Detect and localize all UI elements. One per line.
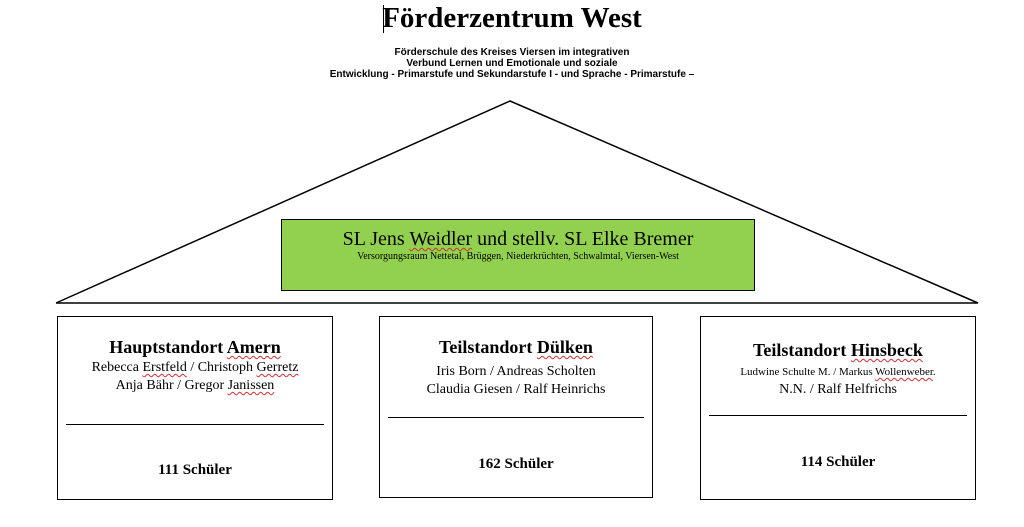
divider bbox=[388, 417, 644, 418]
leadership-post: und stellv. SL Elke Bremer bbox=[472, 228, 694, 250]
staff-line-2: Anja Bähr / Gregor Janissen bbox=[58, 377, 332, 395]
site-name-pre: Teilstandort bbox=[439, 337, 537, 357]
staff-line-2: N.N. / Ralf Helfrichs bbox=[779, 382, 897, 397]
site-name: Hauptstandort Amern bbox=[58, 337, 332, 357]
staff-text: Rebecca bbox=[91, 360, 143, 375]
leadership-pre: SL Jens bbox=[342, 228, 410, 250]
subtitle-line-2: Verbund Lernen und Emotionale und sozial… bbox=[406, 58, 618, 69]
staff-line-1: Rebecca Erstfeld / Christoph Gerretz bbox=[58, 359, 332, 377]
roof-outline bbox=[55, 100, 979, 304]
staff-text: / Christoph bbox=[186, 360, 257, 375]
staff-text: . bbox=[932, 366, 936, 378]
site-name-place: Amern bbox=[226, 337, 281, 357]
site-name: Teilstandort Dülken bbox=[380, 337, 652, 357]
divider bbox=[66, 424, 324, 425]
page-title: Förderzentrum West bbox=[382, 2, 642, 34]
leadership-box: SL Jens Weidler und stellv. SL Elke Brem… bbox=[281, 219, 755, 291]
staff-squig: Wollenweber bbox=[875, 366, 933, 378]
leadership-region: Versorgungsraum Nettetal, Brüggen, Niede… bbox=[357, 251, 679, 262]
site-name-pre: Hauptstandort bbox=[109, 337, 227, 357]
staff-squig: Gerretz bbox=[256, 360, 299, 375]
site-box-duelken: Teilstandort Dülken Iris Born / Andreas … bbox=[379, 316, 653, 498]
leadership-names: SL Jens Weidler und stellv. SL Elke Brem… bbox=[282, 228, 754, 250]
staff-squig: Erstfeld bbox=[142, 360, 187, 375]
site-name-place: Dülken bbox=[536, 337, 593, 357]
staff-line-1: Iris Born / Andreas Scholten bbox=[436, 364, 596, 379]
site-box-hinsbeck: Teilstandort Hinsbeck Ludwine Schulte M.… bbox=[700, 316, 976, 500]
staff-text: Ludwine Schulte M. / Markus bbox=[740, 366, 876, 378]
leadership-name-squig: Weidler bbox=[409, 228, 473, 250]
subtitle: Förderschule des Kreises Viersen im inte… bbox=[250, 47, 774, 80]
divider bbox=[709, 415, 967, 416]
staff-squig: Janissen bbox=[227, 378, 275, 393]
student-count: 114 Schüler bbox=[800, 454, 876, 470]
site-name: Teilstandort Hinsbeck bbox=[701, 340, 975, 360]
staff-text: Anja Bähr / Gregor bbox=[115, 378, 228, 393]
subtitle-line-1: Förderschule des Kreises Viersen im inte… bbox=[394, 47, 630, 58]
text-cursor bbox=[383, 5, 384, 33]
subtitle-line-3: Entwicklung - Primarstufe und Sekundarst… bbox=[329, 69, 695, 80]
site-box-amern: Hauptstandort Amern Rebecca Erstfeld / C… bbox=[57, 316, 333, 500]
site-name-pre: Teilstandort bbox=[753, 340, 851, 360]
student-count: 162 Schüler bbox=[478, 456, 554, 472]
staff-line-1: Ludwine Schulte M. / Markus Wollenweber. bbox=[701, 364, 975, 381]
site-name-place: Hinsbeck bbox=[850, 340, 923, 360]
student-count: 111 Schüler bbox=[158, 462, 232, 478]
staff-line-2: Claudia Giesen / Ralf Heinrichs bbox=[426, 382, 606, 397]
